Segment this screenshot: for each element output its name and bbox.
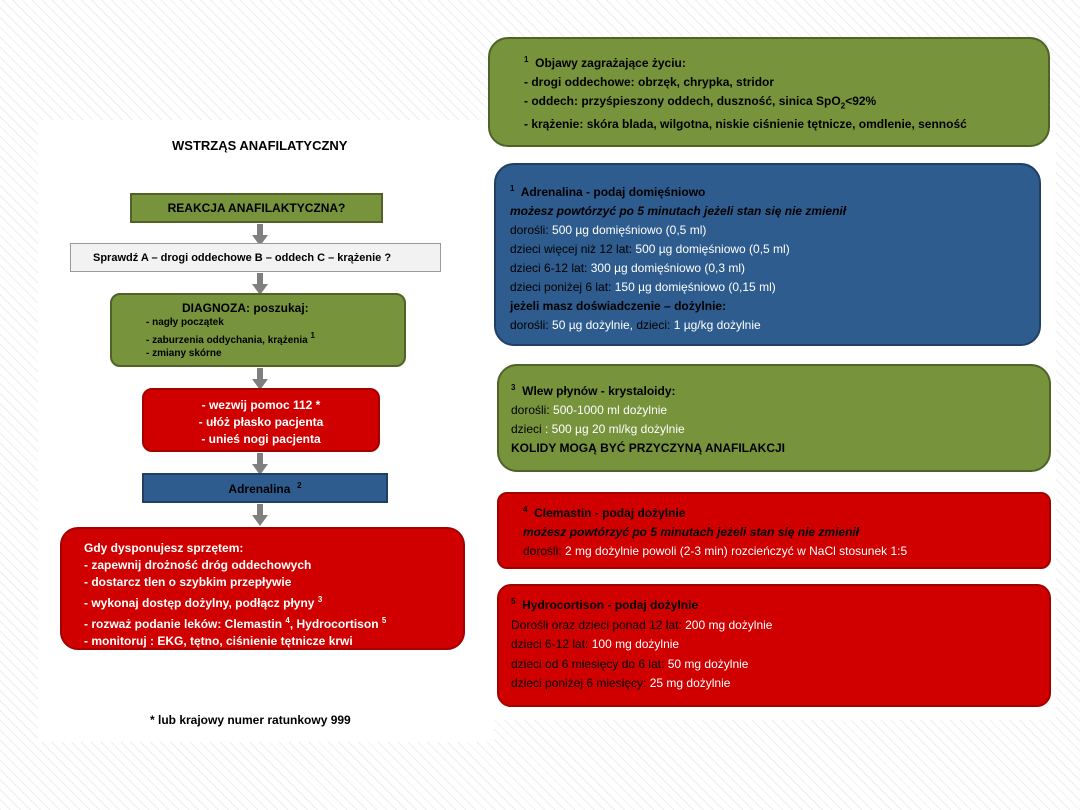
- diagnosis-item: - nagły początek: [146, 317, 224, 328]
- diagnosis-heading: DIAGNOZA: poszukaj:: [182, 301, 309, 315]
- hydrocortison-dose-row: dzieci 6-12 lat: 100 mg dożylnie: [511, 637, 680, 651]
- symptoms-airway: - drogi oddechowe: obrzęk, chrypka, stri…: [524, 75, 775, 89]
- equipment-item: - zapewnij drożność dróg oddechowych: [84, 558, 312, 572]
- adrenaline-panel-title: 1 Adrenalina - podaj domięśniowo: [510, 184, 706, 199]
- adrenaline-dose-row: dzieci poniżej 6 lat: 150 µg domięśniowo…: [510, 280, 776, 294]
- fluids-colloid-warning: KOLIDY MOGĄ BYĆ PRZYCZYNĄ ANAFILAKCJI: [511, 441, 786, 455]
- hydrocortison-dose-row: Dorośli oraz dzieci ponad 12 lat: 200 mg…: [511, 617, 773, 632]
- equipment-item: - wykonaj dostęp dożylny, podłącz płyny …: [84, 595, 323, 610]
- symptoms-breathing: - oddech: przyśpieszony oddech, duszność…: [524, 94, 877, 111]
- adrenaline-repeat-note: możesz powtórzyć po 5 minutach jeżeli st…: [510, 204, 847, 218]
- hydrocortison-dose-row: dzieci poniżej 6 miesięcy: 25 mg dożylni…: [511, 676, 731, 690]
- clemastin-panel: 4 Clemastin - podaj dożylnie możesz powt…: [497, 492, 1051, 569]
- clemastin-repeat-note: możesz powtórzyć po 5 minutach jeżeli st…: [523, 525, 860, 539]
- fluids-adult-row: dorośli: 500-1000 ml dożylnie: [511, 403, 668, 417]
- symptoms-circulation: - krążenie: skóra blada, wilgotna, niski…: [524, 117, 967, 132]
- fluids-panel: 3 Wlew płynów - krystaloidy: dorośli: 50…: [497, 364, 1051, 472]
- abc-check-label: Sprawdź A – drogi oddechowe B – oddech C…: [93, 251, 392, 264]
- adrenaline-iv-row: dorośli: 50 µg dożylnie, dzieci: 1 µg/kg…: [510, 318, 761, 332]
- adrenaline-label: Adrenalina 2: [228, 480, 302, 496]
- equipment-heading: Gdy dysponujesz sprzętem:: [84, 541, 244, 555]
- diagnosis-item: - zaburzenia oddychania, krążenia 1: [146, 331, 315, 346]
- symptoms-panel: 1 Objawy zagrażające życiu: - drogi odde…: [488, 37, 1050, 147]
- adrenaline-panel: 1 Adrenalina - podaj domięśniowo możesz …: [494, 163, 1041, 346]
- anaphylactic-reaction-box: REAKCJA ANAFILAKTYCZNA?: [130, 193, 383, 223]
- diagnosis-item: - zmiany skórne: [146, 348, 222, 359]
- diagnosis-box: DIAGNOZA: poszukaj: - nagły początek - z…: [110, 293, 406, 367]
- clemastin-dose-row: dorośli: 2 mg dożylnie powoli (2-3 min) …: [523, 544, 908, 558]
- fluids-children-row: dzieci : 500 µg 20 ml/kg dożylnie: [511, 422, 685, 436]
- raise-legs-item: - unieś nogi pacjenta: [201, 432, 321, 446]
- hydrocortison-title: 5 Hydrocortison - podaj dożylnie: [511, 597, 699, 612]
- adrenaline-dose-row: dorośli: 500 µg domięśniowo (0,5 ml): [510, 223, 707, 237]
- emergency-actions-box: - wezwij pomoc 112 * - ułóż płasko pacje…: [142, 388, 380, 452]
- equipment-box: Gdy dysponujesz sprzętem: - zapewnij dro…: [60, 527, 465, 650]
- arrow-down-icon: [252, 453, 268, 475]
- lay-flat-item: - ułóż płasko pacjenta: [198, 415, 324, 429]
- abc-check-box: Sprawdź A – drogi oddechowe B – oddech C…: [70, 243, 441, 272]
- hydrocortison-dose-row: dzieci od 6 miesięcy do 6 lat: 50 mg doż…: [511, 656, 749, 671]
- equipment-item: - dostarcz tlen o szybkim przepływie: [84, 575, 292, 589]
- adrenaline-experience-note: jeżeli masz doświadczenie – dożylnie:: [510, 299, 727, 313]
- fluids-title: 3 Wlew płynów - krystaloidy:: [511, 383, 676, 398]
- equipment-item: - rozważ podanie leków: Clemastin 4, Hyd…: [84, 616, 387, 631]
- adrenaline-dose-row: dzieci 6-12 lat: 300 µg domięśniowo (0,3…: [510, 261, 746, 275]
- call-help-item: - wezwij pomoc 112 *: [201, 398, 321, 412]
- clemastin-title: 4 Clemastin - podaj dożylnie: [523, 505, 686, 520]
- arrow-down-icon: [252, 504, 268, 526]
- adrenaline-box: Adrenalina 2: [142, 473, 388, 503]
- hydrocortison-panel: 5 Hydrocortison - podaj dożylnie Dorośli…: [497, 584, 1051, 707]
- equipment-item: - monitoruj : EKG, tętno, ciśnienie tętn…: [84, 634, 353, 648]
- flowchart-title: WSTRZĄS ANAFILATYCZNY: [172, 138, 348, 153]
- anaphylactic-reaction-label: REAKCJA ANAFILAKTYCZNA?: [167, 201, 346, 215]
- symptoms-title: 1 Objawy zagrażające życiu:: [524, 55, 686, 70]
- footnote: * lub krajowy numer ratunkowy 999: [150, 713, 351, 727]
- arrow-down-icon: [252, 368, 268, 390]
- arrow-down-icon: [252, 224, 268, 246]
- adrenaline-dose-row: dzieci więcej niż 12 lat: 500 µg domięśn…: [510, 242, 790, 256]
- arrow-down-icon: [252, 273, 268, 295]
